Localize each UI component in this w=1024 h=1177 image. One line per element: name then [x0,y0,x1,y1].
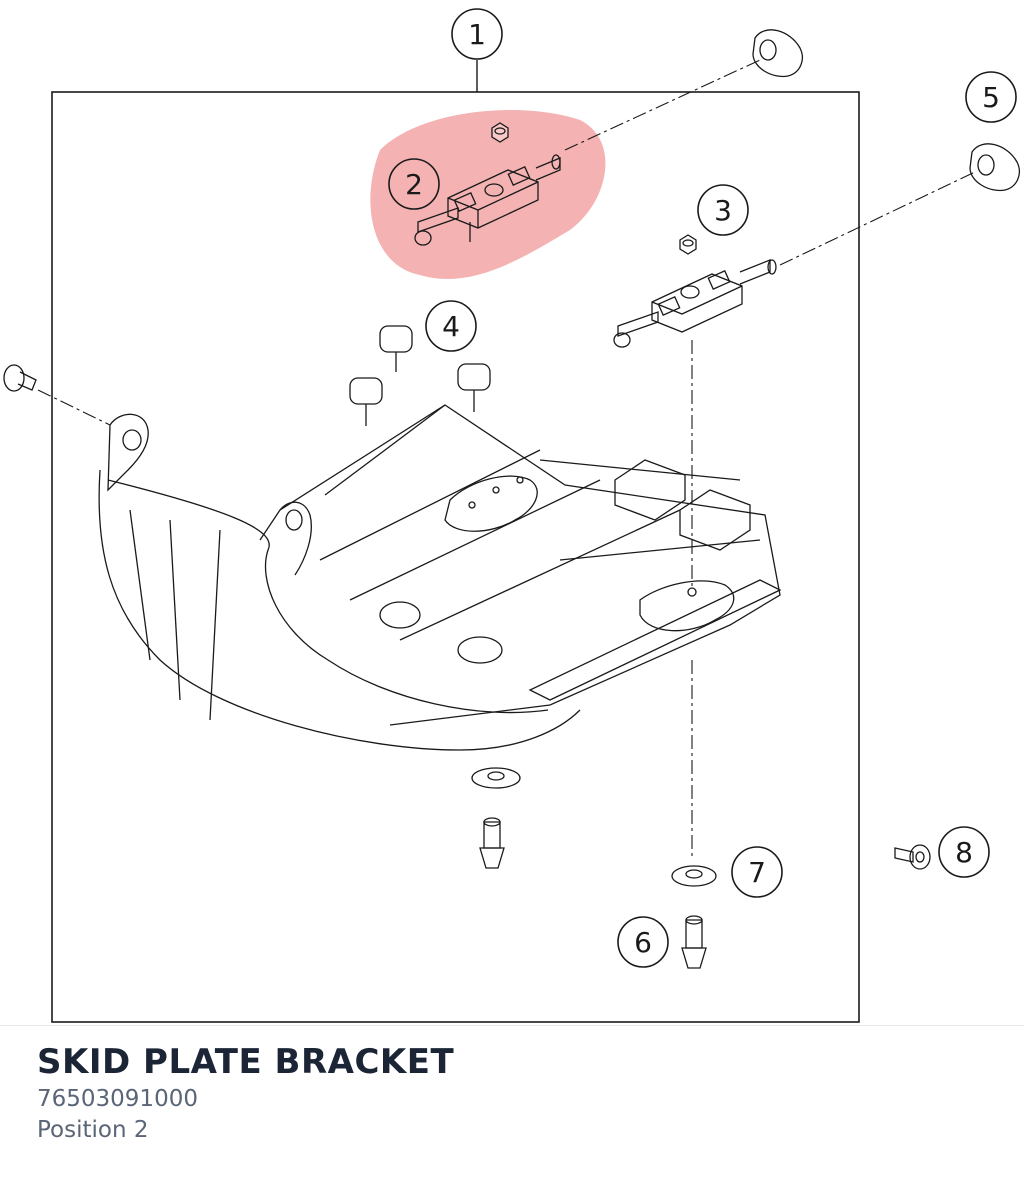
svg-text:7: 7 [748,856,766,889]
callout-7[interactable]: 7 [731,846,783,898]
footer-divider [0,1025,1024,1026]
bolt-left[interactable] [3,364,37,392]
assembly-frame [51,91,860,1023]
screw-part-6[interactable] [479,817,707,969]
callout-2[interactable]: 2 [388,158,440,210]
callout-4[interactable]: 4 [425,300,477,352]
part-number: 76503091000 [37,1086,198,1112]
part-title: SKID PLATE BRACKET [37,1042,455,1082]
part-info: SKID PLATE BRACKET 76503091000 Position … [37,1040,1004,1146]
bracket-part-3[interactable] [613,234,777,348]
callout-8[interactable]: 8 [938,826,990,878]
svg-text:5: 5 [982,81,1000,114]
callout-1[interactable]: 1 [451,8,503,60]
callout-3[interactable]: 3 [697,184,749,236]
svg-text:8: 8 [955,836,973,869]
svg-text:6: 6 [634,926,652,959]
svg-text:4: 4 [442,310,460,343]
svg-text:1: 1 [468,18,486,51]
callout-5[interactable]: 5 [965,71,1017,123]
svg-text:3: 3 [714,194,732,227]
parts-diagram: 1 2 3 4 5 6 7 8 [3,8,1020,1023]
washer-part-7[interactable] [471,767,717,887]
collar-nut-part-5[interactable] [969,143,1020,192]
svg-text:2: 2 [405,168,423,201]
part-position: Position 2 [37,1117,149,1143]
buffers-part-4[interactable] [349,325,491,426]
bracket-part-2[interactable] [414,122,561,246]
callout-6[interactable]: 6 [617,916,669,968]
bolt-part-8[interactable] [894,844,931,870]
collar-nut-top[interactable] [752,29,803,78]
skid-plate[interactable] [98,404,782,751]
